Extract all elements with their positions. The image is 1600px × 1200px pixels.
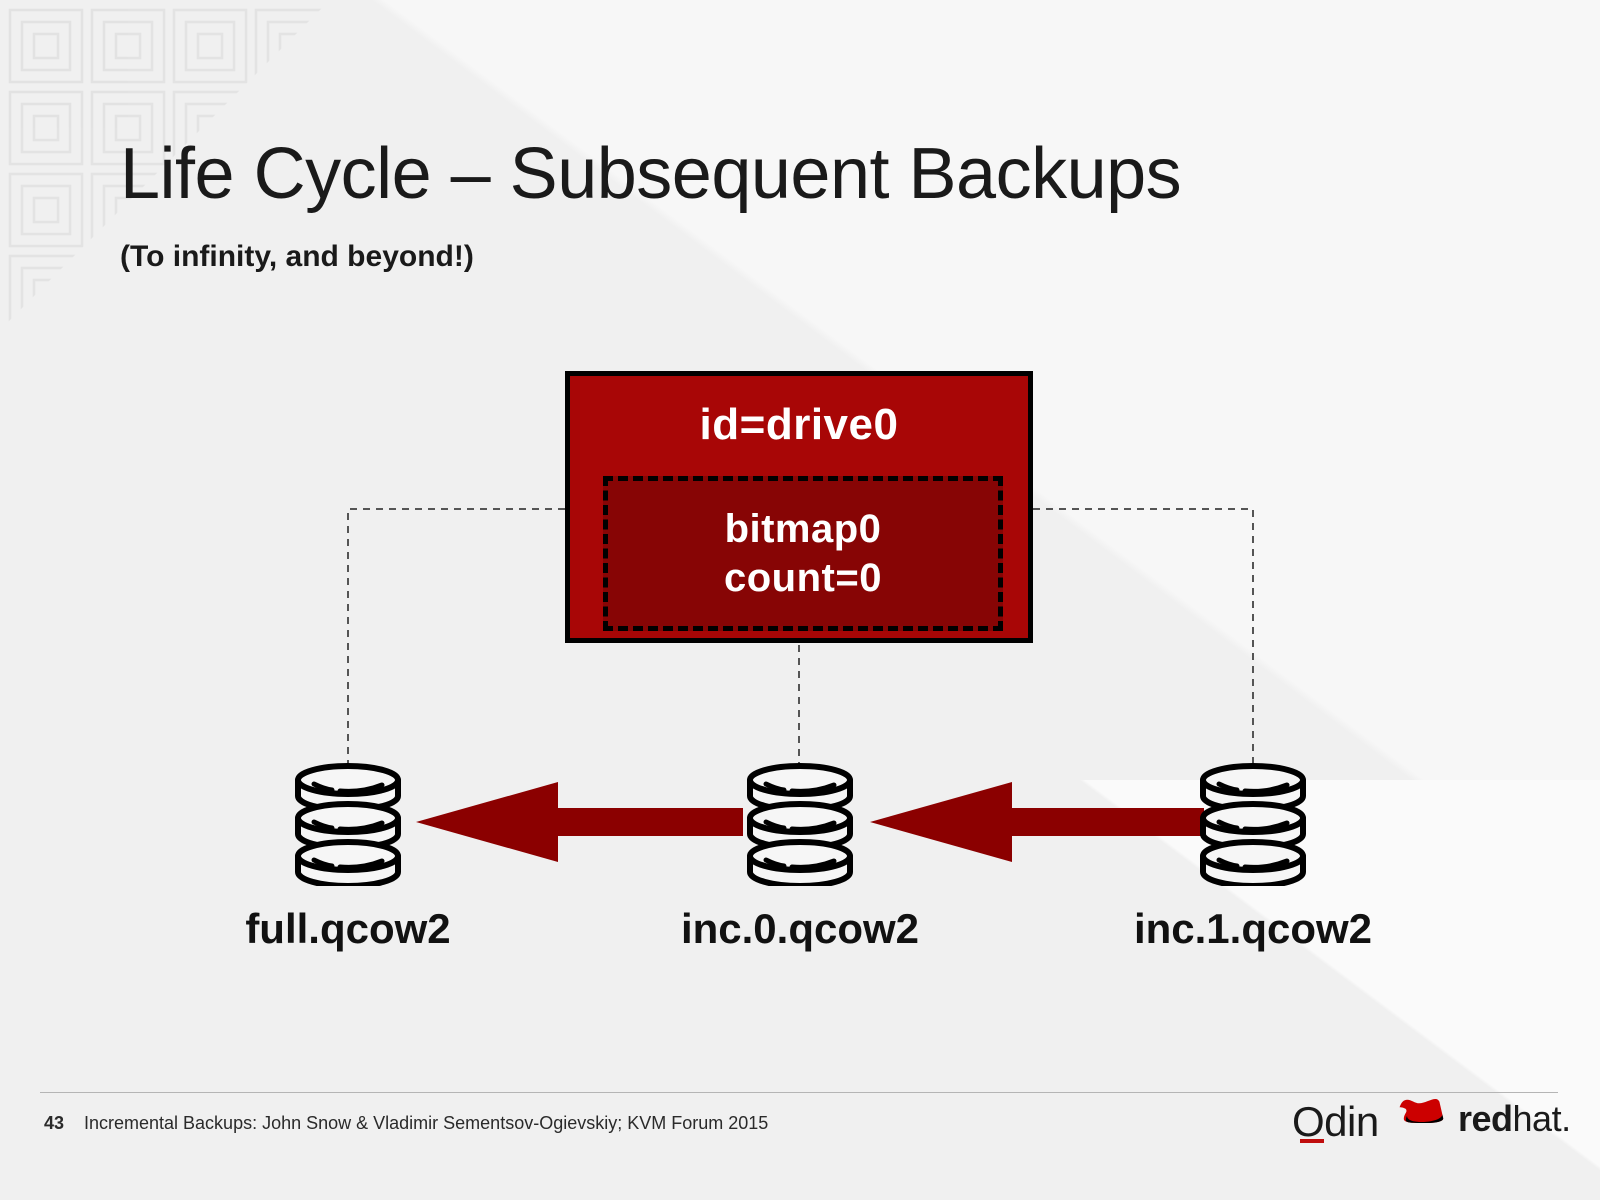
inc0-disk-icon[interactable] xyxy=(744,760,856,886)
odin-logo-underline xyxy=(1300,1139,1324,1143)
inc1-disk-label: inc.1.qcow2 xyxy=(1133,905,1373,952)
page-number: 43 xyxy=(44,1113,65,1133)
inc1-disk-icon[interactable] xyxy=(1197,760,1309,886)
drive-node-box[interactable]: id=drive0 bitmap0 count=0 xyxy=(565,371,1033,643)
full-disk-label: full.qcow2 xyxy=(245,905,451,952)
redhat-logo: redhat. xyxy=(1398,1098,1571,1140)
page-subtitle: (To infinity, and beyond!) xyxy=(120,240,474,273)
drive-id-label: id=drive0 xyxy=(699,400,899,449)
odin-logo: Odin xyxy=(1292,1098,1379,1145)
footer-attribution: Incremental Backups: John Snow & Vladimi… xyxy=(84,1113,769,1133)
footer-divider xyxy=(40,1092,1558,1093)
bottom-corner-wash xyxy=(1040,780,1600,1200)
redhat-word-red: red xyxy=(1458,1098,1513,1139)
page-title: Life Cycle – Subsequent Backups xyxy=(120,134,1182,214)
bitmap-node-box[interactable]: bitmap0 count=0 xyxy=(603,476,1003,631)
inc0-disk-label: inc.0.qcow2 xyxy=(680,905,920,952)
database-cylinder-icon xyxy=(1200,763,1306,886)
database-cylinder-icon xyxy=(295,763,401,886)
bitmap-name-label: bitmap0 xyxy=(724,506,882,551)
redhat-wordmark: redhat. xyxy=(1458,1098,1571,1140)
redhat-word-hat: hat. xyxy=(1512,1098,1572,1139)
database-cylinder-icon xyxy=(747,763,853,886)
redhat-shadowman-icon xyxy=(1399,1099,1444,1124)
bitmap-count-label: count=0 xyxy=(724,555,882,600)
full-disk-icon[interactable] xyxy=(292,760,404,886)
